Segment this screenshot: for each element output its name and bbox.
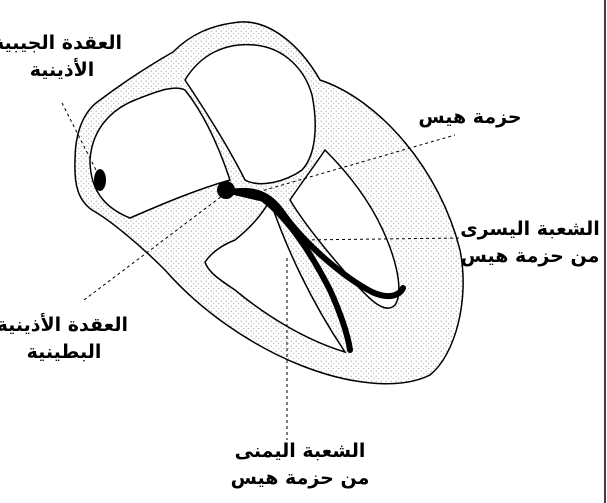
sa-node-label: العقدة الجيبية الأذينية	[0, 30, 122, 84]
sa-node-label-line2: الأذينية	[29, 59, 95, 81]
left-bundle-branch	[229, 188, 406, 300]
sa-node-leader	[61, 102, 97, 171]
av-node-label-line2: البطينية	[26, 341, 102, 363]
left-branch-label-line2: من حزمة هيس	[460, 245, 600, 267]
right-bundle-branch	[259, 195, 353, 353]
right-branch-label-line1: الشعبة اليمنى	[234, 440, 366, 462]
av-node-label: العقدة الأذينية البطينية	[0, 312, 128, 366]
av-node-leader	[83, 195, 223, 301]
bundle-his-label-line1: حزمة هيس	[418, 106, 522, 128]
left-atrium-cavity	[184, 43, 316, 185]
left-branch-label: الشعبة اليسرى من حزمة هيس	[455, 216, 605, 270]
av-node-mark	[217, 181, 235, 199]
bundle-his-leader	[257, 134, 456, 193]
left-ventricle-cavity	[289, 148, 400, 309]
av-node-label-line1: العقدة الأذينية	[0, 314, 128, 336]
right-atrium-cavity	[89, 87, 231, 219]
left-branch-label-line1: الشعبة اليسرى	[460, 218, 600, 240]
right-ventricle-cavity	[204, 198, 347, 354]
sa-node-label-line1: العقدة الجيبية	[0, 32, 122, 54]
left-branch-leader	[299, 237, 461, 241]
right-branch-label: الشعبة اليمنى من حزمة هيس	[225, 438, 375, 492]
sa-node-mark	[94, 169, 106, 191]
bundle-his-label: حزمة هيس	[415, 104, 525, 131]
right-branch-label-line2: من حزمة هيس	[230, 467, 370, 489]
